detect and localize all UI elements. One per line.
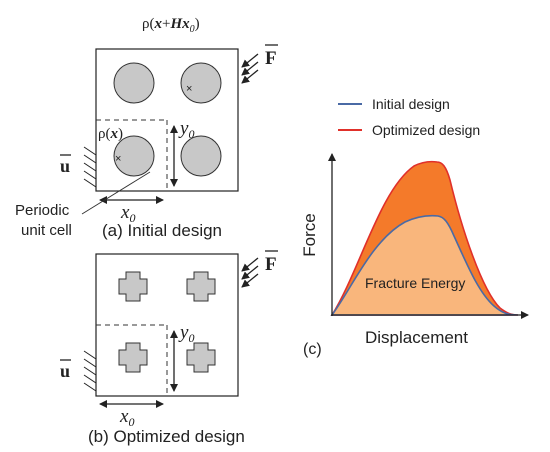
- unit-cell-label-1: Periodic: [15, 202, 70, 219]
- x0-label: x0: [120, 202, 135, 225]
- disp-label: u: [60, 361, 70, 381]
- x0-label: x0: [119, 406, 134, 429]
- y-axis-label: Force: [300, 213, 319, 256]
- cross-inclusions: [118, 271, 216, 373]
- caption-c: (c): [303, 341, 322, 358]
- panel-a: ρ(x+Hx0) × × ρ(x) y0 x0 F: [15, 16, 278, 240]
- y0-label: y0: [178, 322, 194, 345]
- point-marker-icon: ×: [115, 153, 121, 165]
- force-arrows: [241, 257, 259, 288]
- cross-inclusion: [118, 271, 148, 302]
- fixed-boundary-hatch: [83, 146, 97, 188]
- x-axis-label: Displacement: [365, 328, 468, 347]
- density-label-cell: ρ(x): [98, 126, 123, 142]
- inclusion-circle: [180, 135, 222, 177]
- cross-inclusion: [186, 342, 216, 373]
- caption-a: (a) Initial design: [102, 221, 222, 240]
- inclusion-circle: [180, 62, 222, 104]
- panel-b: y0 x0 F u (b) Optimized design: [60, 250, 278, 446]
- force-label: F: [265, 254, 277, 275]
- initial-area: [330, 214, 519, 316]
- inclusion-circle: [113, 135, 155, 177]
- legend-label-optimized: Optimized design: [372, 122, 480, 138]
- point-marker-icon: ×: [186, 83, 192, 95]
- cross-inclusion: [118, 342, 148, 373]
- cross-inclusion: [186, 271, 216, 302]
- inclusion-circle: [113, 62, 155, 104]
- force-label: F: [265, 48, 277, 69]
- y0-label: y0: [178, 118, 194, 141]
- panel-c: Initial design Optimized design Force Di…: [300, 96, 529, 358]
- fixed-boundary-hatch: [83, 350, 97, 392]
- unit-cell-label-2: unit cell: [21, 222, 72, 239]
- unit-cell-leader: [81, 171, 151, 215]
- force-arrows: [241, 53, 259, 84]
- density-label-top: ρ(x+Hx0): [142, 16, 200, 35]
- fracture-energy-label: Fracture Energy: [365, 275, 465, 291]
- disp-label: u: [60, 156, 70, 176]
- legend-label-initial: Initial design: [372, 96, 450, 112]
- caption-b: (b) Optimized design: [88, 427, 245, 446]
